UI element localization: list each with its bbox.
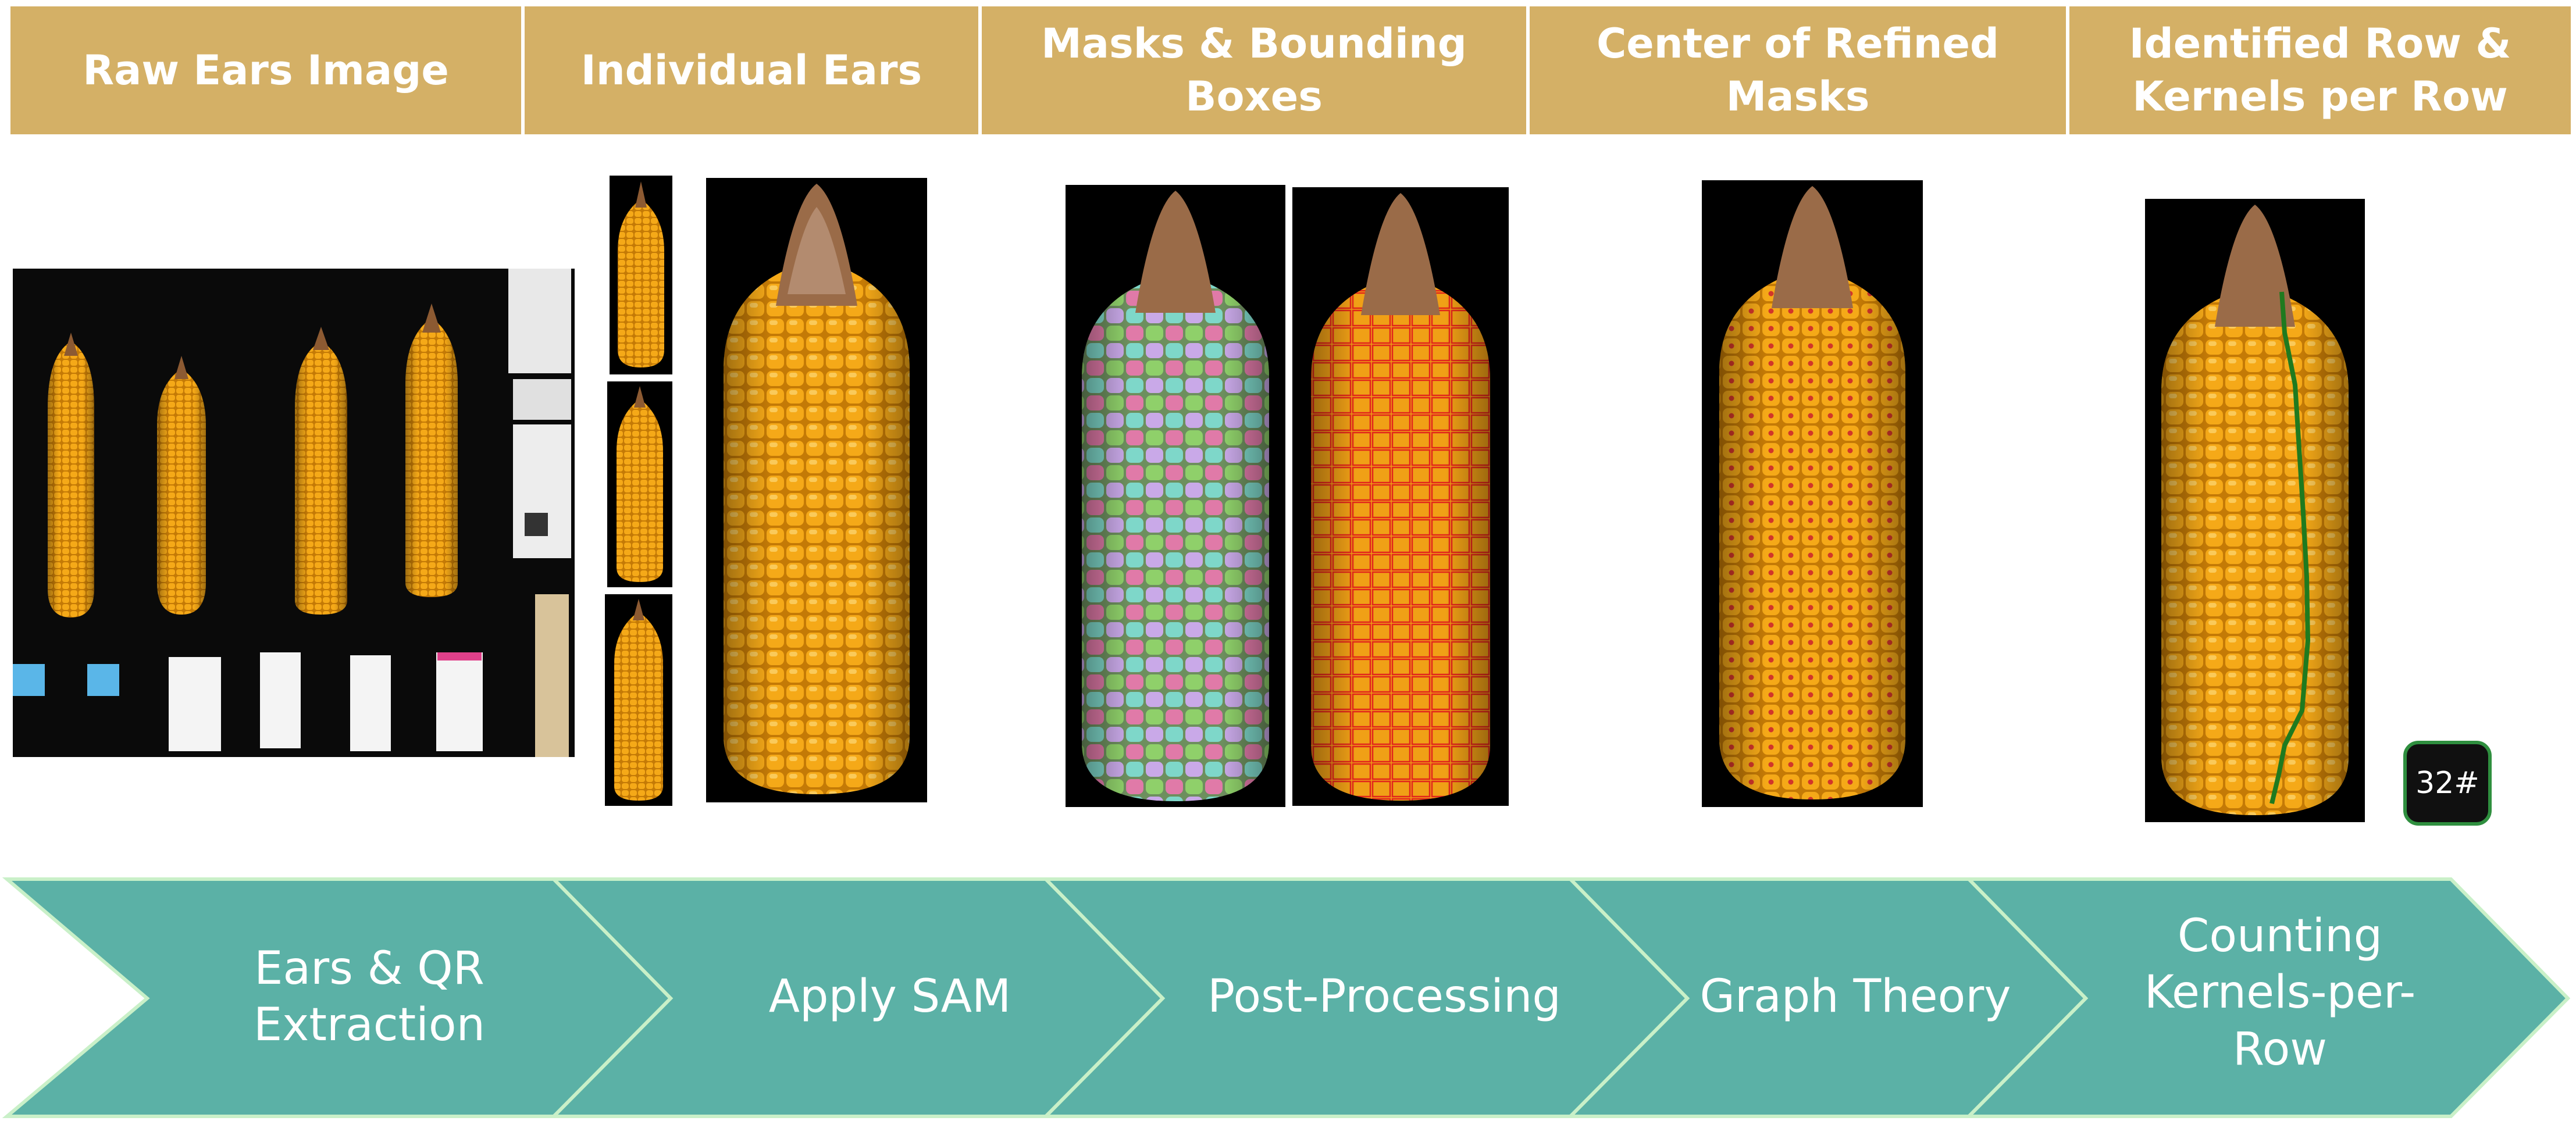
step-label-line: Graph Theory <box>1699 970 2011 1023</box>
header-masks-bounding-boxes: Masks & Bounding Boxes <box>982 6 1526 134</box>
step-label-line: Extraction <box>253 999 486 1051</box>
header-label-line1: Identified Row & <box>2129 20 2511 67</box>
header-label-line2: Kernels per Row <box>2132 73 2508 120</box>
ruler <box>535 594 569 757</box>
corn-ear-4 <box>405 304 458 597</box>
paper-tag <box>350 655 391 751</box>
paper-tag <box>260 652 301 748</box>
qr-label-card <box>513 424 571 558</box>
sam-masks-image <box>1066 185 1285 807</box>
step-label-5: Counting Kernels-per- Row <box>2088 900 2472 1086</box>
header-label: Masks & Bounding Boxes <box>1041 20 1467 120</box>
step-label-line: Row <box>2232 1023 2328 1076</box>
corn-ear-3 <box>295 327 347 615</box>
corn-ear-2 <box>157 356 206 615</box>
individual-ear-thumb-2 <box>607 381 672 587</box>
qr-label-card <box>513 379 571 420</box>
raw-ears-photo <box>13 269 575 757</box>
header-individual-ears: Individual Ears <box>525 6 978 134</box>
blue-tag <box>13 664 45 696</box>
step-arrow-1 <box>2 877 674 1118</box>
header-center-refined-masks: Center of Refined Masks <box>1530 6 2066 134</box>
kernel-row-line <box>2269 291 2310 804</box>
refined-mask-centers-image <box>1702 180 1923 807</box>
header-label: Raw Ears Image <box>83 46 449 94</box>
blue-tag <box>87 664 119 696</box>
individual-ear-thumb-3 <box>605 594 672 806</box>
step-label-3: Post-Processing <box>1175 936 1594 1058</box>
header-label: Center of Refined Masks <box>1596 20 2000 120</box>
row-kernel-count-badge: 32# <box>2403 741 2492 826</box>
header-label: Individual Ears <box>580 46 922 94</box>
bounding-boxes-image <box>1292 187 1509 806</box>
individual-ear-thumb-1 <box>610 176 672 374</box>
step-label-line: Counting <box>2177 909 2383 962</box>
step-label-1: Ears & QR Extraction <box>192 930 547 1064</box>
step-label-line: Apply SAM <box>768 970 1011 1023</box>
step-label-line: Post-Processing <box>1207 970 1561 1023</box>
paper-tag <box>169 657 221 751</box>
header-raw-ears-image: Raw Ears Image <box>10 6 521 134</box>
step-label-line: Kernels-per- <box>2144 966 2416 1019</box>
step-label-line: Ears & QR <box>254 942 484 995</box>
identified-row-image <box>2145 199 2365 822</box>
header-identified-row: Identified Row & Kernels per Row <box>2069 6 2571 134</box>
paper-tag <box>436 652 483 751</box>
process-flow <box>0 877 2576 1118</box>
step-label-4: Graph Theory <box>1675 936 2036 1058</box>
individual-ear-large <box>706 178 927 802</box>
step-label-2: Apply SAM <box>698 936 1082 1058</box>
corn-ear-1 <box>48 333 94 617</box>
row-kernel-count: 32# <box>2415 766 2479 801</box>
qr-label-card <box>508 269 571 373</box>
raw-ears-image <box>13 269 575 757</box>
